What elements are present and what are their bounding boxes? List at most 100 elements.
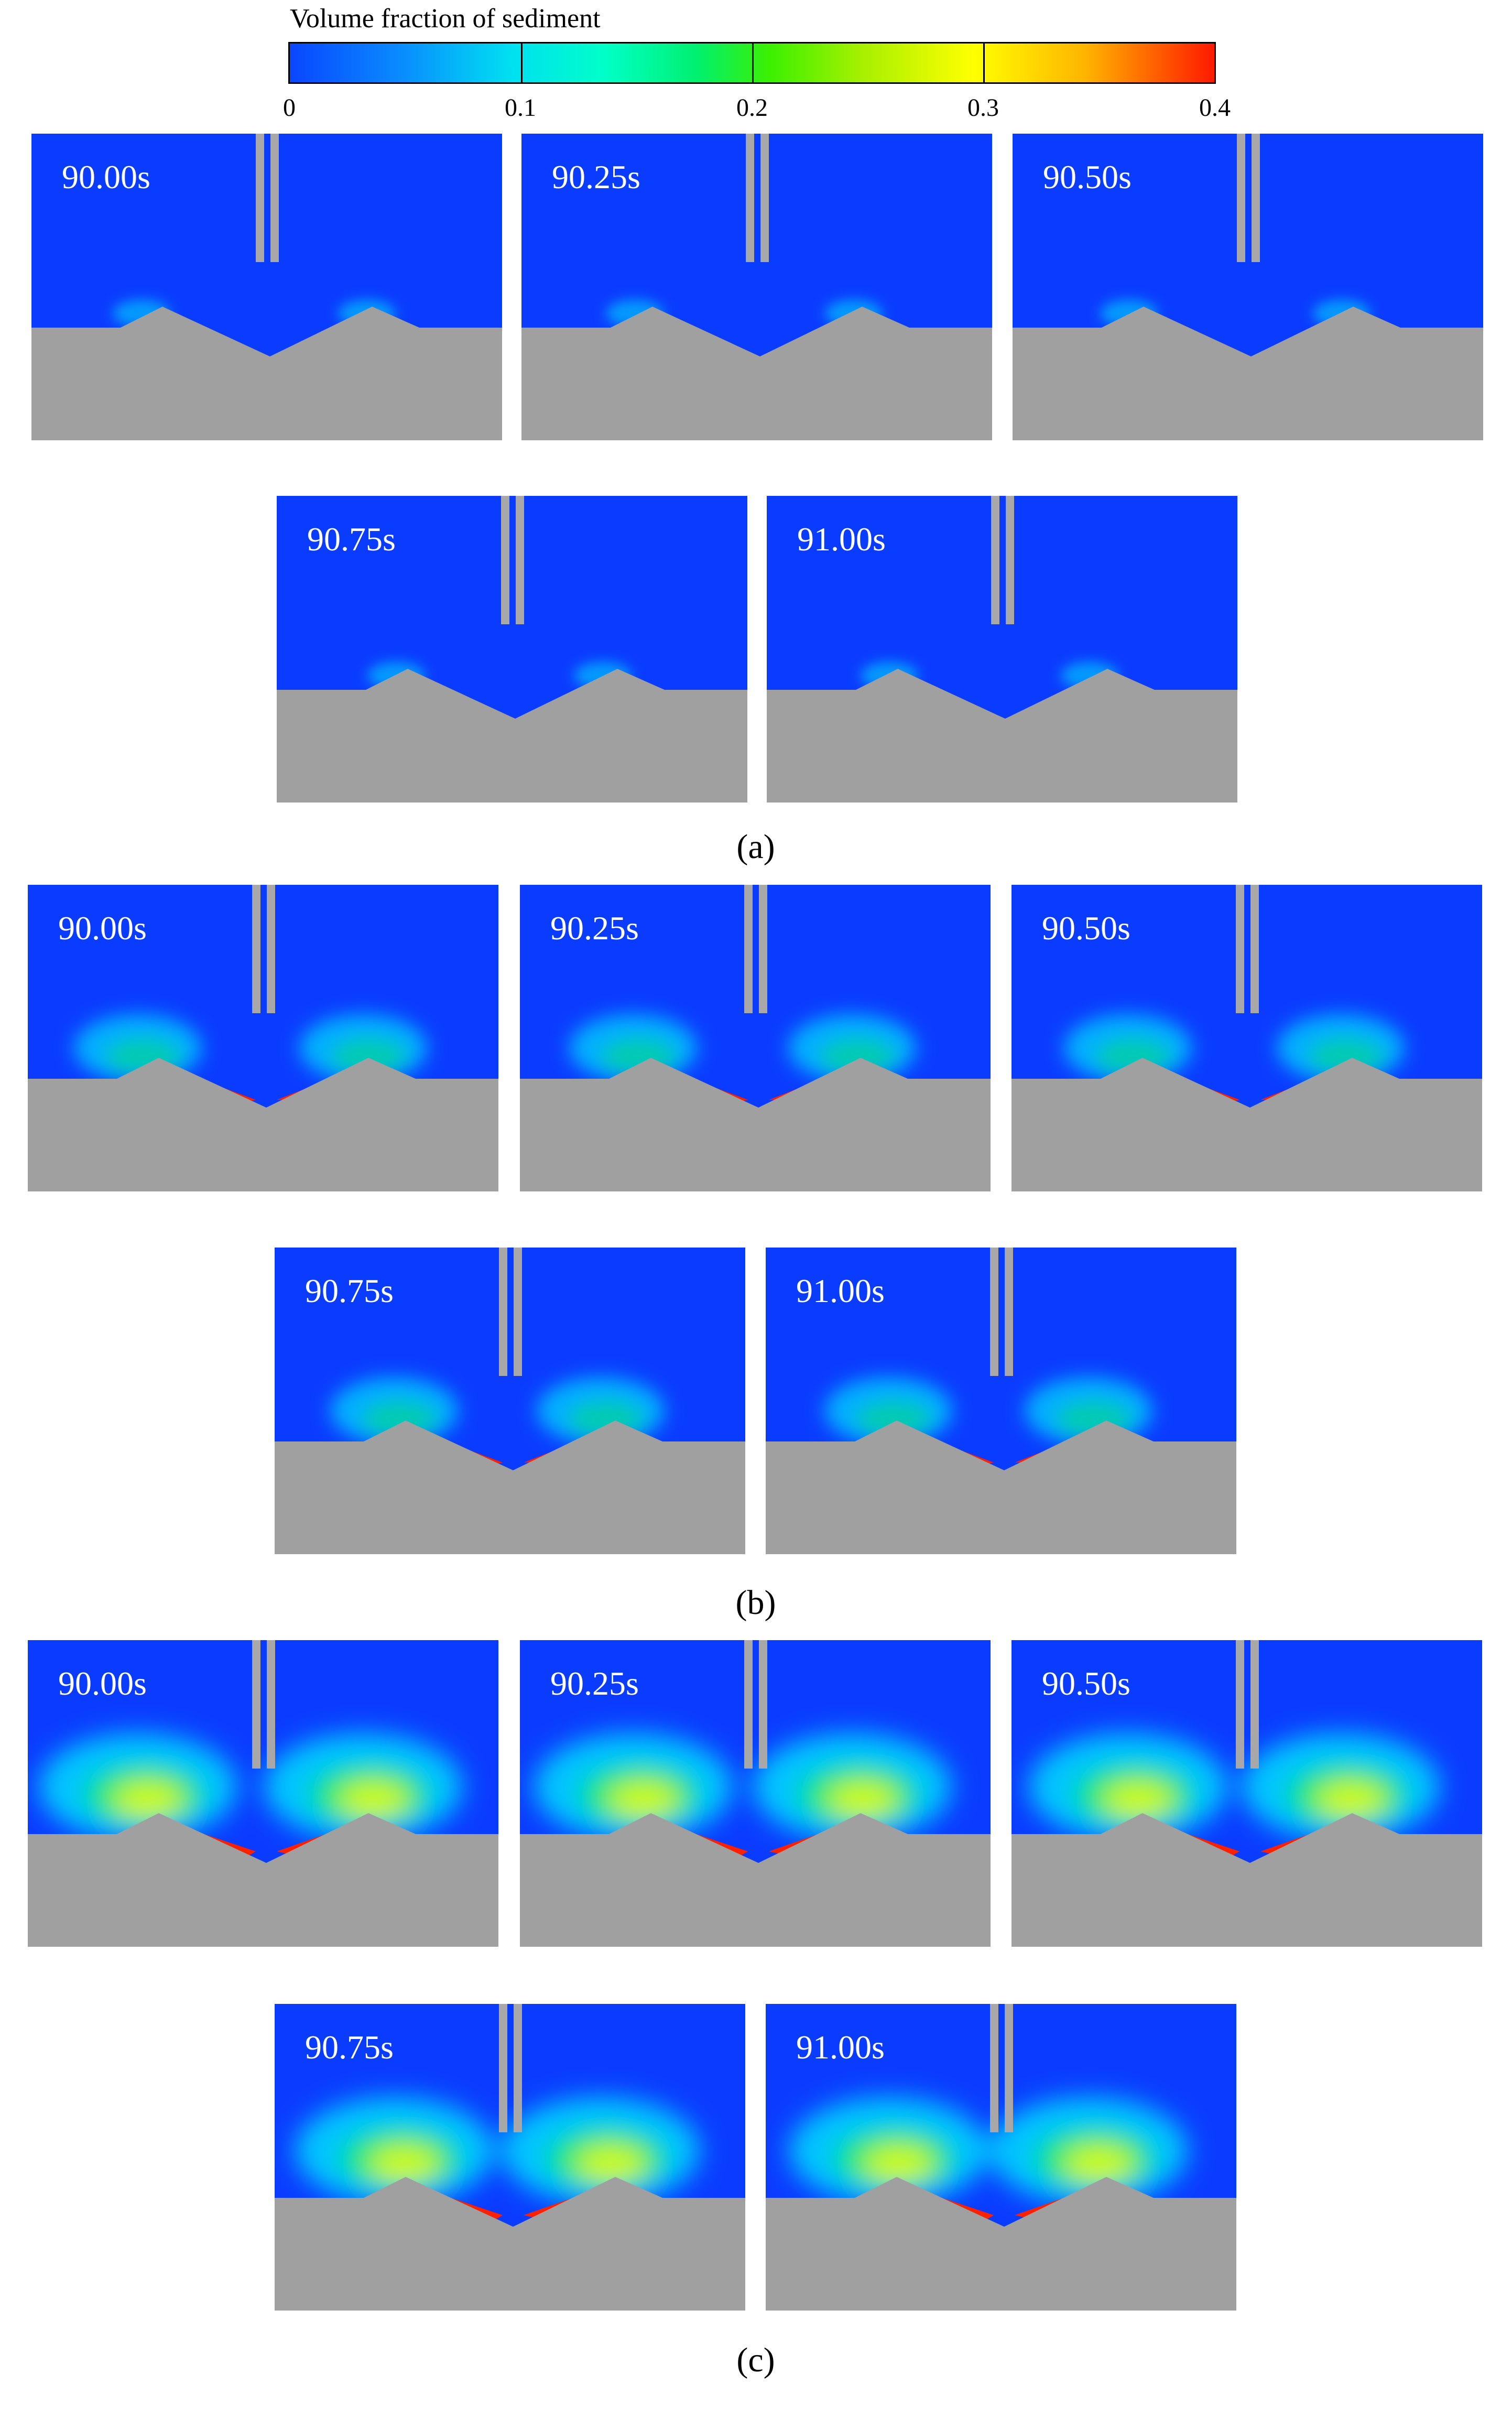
snapshot-panel: 91.00s (767, 496, 1237, 803)
seabed (1013, 307, 1483, 440)
time-label: 90.50s (1043, 158, 1132, 196)
pipe-left (256, 134, 264, 262)
snapshot-plot (766, 2004, 1236, 2311)
cloud-core-right (1316, 1781, 1386, 1819)
seabed (1011, 1058, 1482, 1191)
snapshot-plot (277, 496, 747, 803)
snapshot-panel: 90.00s (28, 885, 498, 1191)
snapshot-panel: 90.75s (275, 2004, 745, 2311)
sediment-cloud (1063, 1014, 1405, 1082)
pipe-left (746, 134, 754, 262)
seabed (520, 1813, 991, 1947)
seabed (28, 1813, 498, 1947)
pipe-right (759, 885, 767, 1013)
snapshot-panel: 91.00s (766, 1248, 1236, 1554)
pipe-right (759, 1640, 767, 1769)
snapshot-plot (275, 1248, 745, 1554)
snapshot-plot (767, 496, 1237, 803)
pipe-right (267, 1640, 275, 1769)
figure-caption: (b) (735, 1584, 776, 1622)
snapshot-panel: 90.50s (1013, 134, 1483, 440)
seabed (767, 669, 1237, 803)
pipe-left (499, 1248, 507, 1376)
figure-caption: (c) (736, 2341, 775, 2379)
snapshot-plot (521, 134, 992, 440)
snapshot-panel: 90.00s (28, 1640, 498, 1947)
seabed (275, 2177, 745, 2311)
colorbar-title: Volume fraction of sediment (290, 4, 601, 34)
seabed (521, 307, 992, 440)
time-label: 91.00s (797, 521, 886, 558)
colorbar-tick: 0.3 (967, 94, 999, 122)
sediment-cloud (789, 2097, 1188, 2205)
colorbar-divider (752, 44, 754, 82)
time-label: 91.00s (796, 2029, 885, 2066)
colorbar-tick: 0.4 (1199, 94, 1231, 122)
pipe-left (1236, 1640, 1244, 1769)
sediment-cloud (1028, 1733, 1440, 1841)
snapshot-plot (28, 885, 498, 1191)
sediment-cloud (73, 1014, 428, 1082)
pipe-left (252, 885, 260, 1013)
cloud-core-left (608, 1781, 679, 1819)
pipe-right (1250, 1640, 1259, 1769)
time-label: 90.00s (58, 1665, 147, 1702)
time-label: 91.00s (796, 1272, 885, 1309)
time-label: 90.00s (58, 909, 147, 947)
sediment-cloud (38, 1733, 463, 1841)
pipe-left (990, 1248, 998, 1376)
seabed (28, 1058, 498, 1191)
seabed (31, 307, 502, 440)
snapshot-panel: 90.25s (520, 1640, 991, 1947)
time-label: 90.50s (1042, 1665, 1130, 1702)
pipe-left (252, 1640, 260, 1769)
pipe-left (501, 496, 509, 624)
pipe-right (1006, 496, 1014, 624)
time-label: 90.50s (1042, 909, 1130, 947)
time-label: 90.25s (550, 909, 639, 947)
pipe-left (991, 496, 999, 624)
snapshot-plot (520, 885, 991, 1191)
pipe-left (1237, 134, 1245, 262)
cloud-core-right (339, 1781, 409, 1819)
colorbar-tick: 0.1 (505, 94, 536, 122)
snapshot-panel: 90.75s (277, 496, 747, 803)
cloud-core-right (828, 1781, 898, 1819)
cloud-core-left (113, 1781, 183, 1819)
pipe-right (1250, 885, 1259, 1013)
snapshot-plot (1011, 885, 1482, 1191)
snapshot-panel: 90.75s (275, 1248, 745, 1554)
pipe-right (516, 496, 524, 624)
pipe-left (499, 2004, 507, 2132)
snapshot-plot (1011, 1640, 1482, 1947)
sediment-cloud (534, 1733, 952, 1841)
pipe-right (1252, 134, 1260, 262)
seabed (275, 1421, 745, 1554)
pipe-left (744, 1640, 753, 1769)
time-label: 90.75s (307, 521, 396, 558)
seabed (766, 1421, 1236, 1554)
pipe-left (744, 885, 753, 1013)
snapshot-plot (275, 2004, 745, 2311)
seabed (520, 1058, 991, 1191)
colorbar-legend: Volume fraction of sediment 0 0.1 0.2 0.… (0, 0, 1512, 131)
snapshot-panel: 90.25s (521, 134, 992, 440)
pipe-right (514, 1248, 522, 1376)
colorbar-tick: 0.2 (736, 94, 768, 122)
pipe-right (270, 134, 279, 262)
pipe-right (760, 134, 769, 262)
snapshot-panel: 90.50s (1011, 885, 1482, 1191)
snapshot-panel: 90.50s (1011, 1640, 1482, 1947)
figure-caption: (a) (736, 828, 775, 866)
cloud-core-right (1064, 2144, 1134, 2183)
snapshot-panel: 90.25s (520, 885, 991, 1191)
pipe-right (514, 2004, 522, 2132)
pipe-right (267, 885, 275, 1013)
cloud-core-left (1103, 1781, 1173, 1819)
cloud-core-left (369, 2144, 440, 2183)
snapshot-plot (1013, 134, 1483, 440)
cloud-core-left (864, 2144, 934, 2183)
snapshot-plot (766, 1248, 1236, 1554)
pipe-left (1236, 885, 1244, 1013)
pipe-right (1005, 1248, 1013, 1376)
